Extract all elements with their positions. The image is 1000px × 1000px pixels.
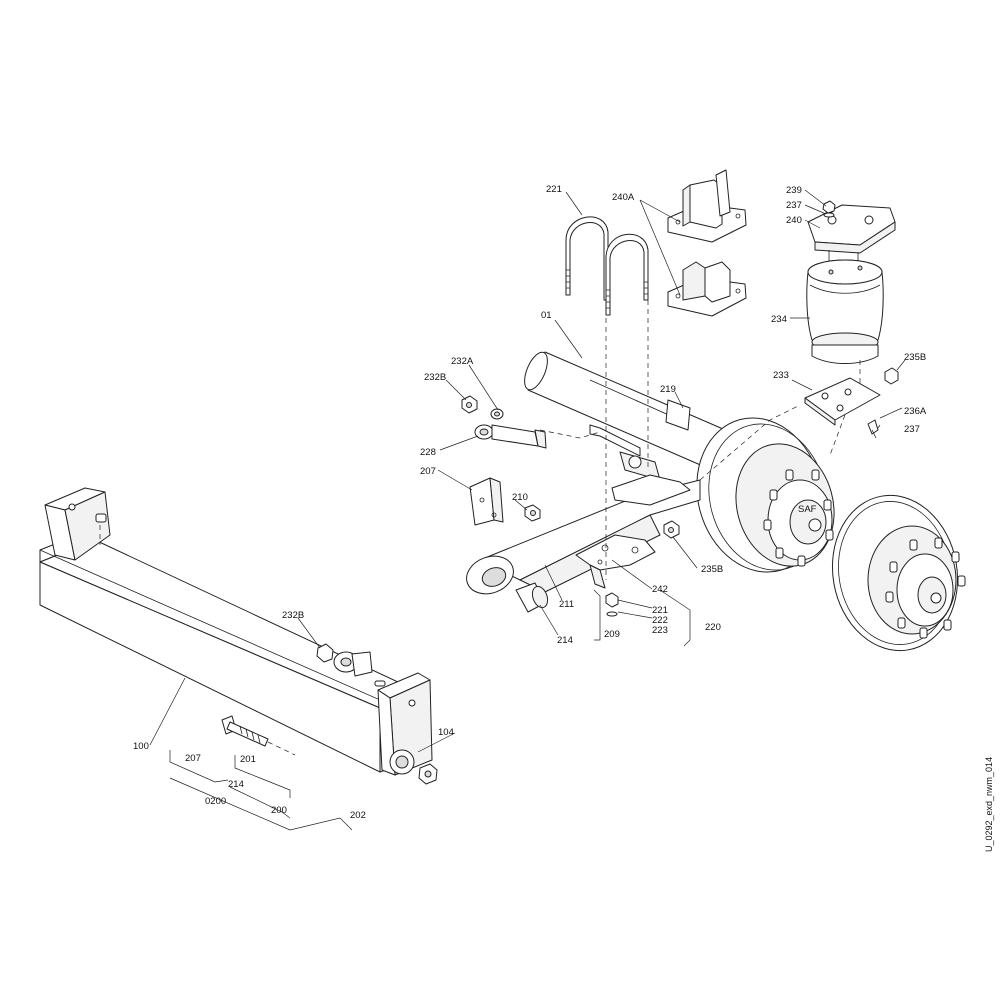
cross-beam-100: [39, 487, 433, 776]
label-232B-lower: 232B: [282, 610, 304, 621]
label-202: 202: [350, 810, 366, 821]
label-235B-lower: 235B: [701, 564, 723, 575]
label-242: 242: [652, 584, 668, 595]
label-235B-upper: 235B: [904, 352, 926, 363]
label-200: 200: [271, 805, 287, 816]
wheel-studs-outer: [885, 537, 966, 639]
label-219: 219: [660, 384, 676, 395]
label-233: 233: [773, 370, 789, 381]
wheel-studs-inner: [763, 469, 834, 567]
label-232A: 232A: [451, 356, 474, 367]
shock-absorber-228: [474, 424, 547, 449]
label-240A: 240A: [612, 192, 635, 203]
label-211: 211: [559, 599, 574, 610]
brake-drum: SAF: [696, 417, 835, 573]
clamp-plate-242: [575, 534, 656, 589]
label-221: 221: [546, 184, 562, 195]
brake-disc: [831, 494, 966, 652]
nut-232B-upper: [461, 395, 478, 414]
label-228: 228: [420, 447, 436, 458]
label-220: 220: [705, 622, 721, 633]
label-237: 237: [786, 200, 802, 211]
label-222: 222: [652, 615, 668, 626]
assembly-lines: [99, 300, 861, 756]
air-spring-234: [806, 200, 896, 364]
label-236A: 236A: [904, 406, 927, 417]
shock-bracket-207: [469, 477, 504, 526]
drawing-id: U_0292_exd_nwm_014: [984, 757, 994, 852]
hub-marking: SAF: [798, 504, 817, 515]
bushing-232B-lower: [316, 643, 386, 687]
label-210: 210: [512, 492, 528, 503]
label-214-upper: 214: [557, 635, 573, 646]
axle-seat-240A: [667, 169, 747, 317]
label-234: 234: [771, 314, 787, 325]
u-bolts-221: [565, 216, 649, 316]
callout-labels: 221 240A 239 237 240 01 234 232A 232B 21…: [133, 184, 927, 821]
trailing-arm-211: [466, 474, 701, 595]
label-237-lower: 237: [904, 424, 920, 435]
axle-tube-01: [524, 351, 731, 481]
nut-235B-lower: [663, 520, 680, 539]
label-0200: 0200: [205, 796, 226, 807]
leader-lines: [149, 189, 906, 831]
bolt-201: [221, 715, 269, 747]
nut-104: [418, 763, 438, 785]
label-240: 240: [786, 215, 802, 226]
label-223: 223: [652, 625, 668, 636]
piston-plate-233: [804, 367, 899, 439]
label-239: 239: [786, 185, 802, 196]
label-209: 209: [604, 629, 620, 640]
label-214-lower: 214: [228, 779, 244, 790]
bushing-214: [515, 582, 549, 613]
nut-210: [524, 504, 541, 522]
washer-232A: [490, 408, 504, 420]
nut-222-223: [605, 592, 619, 617]
label-232B-upper: 232B: [424, 372, 446, 383]
label-221-lower: 221: [652, 605, 668, 616]
label-100: 100: [133, 741, 149, 752]
label-104: 104: [438, 727, 454, 738]
label-201: 201: [240, 754, 256, 765]
label-01: 01: [541, 310, 552, 321]
label-207-upper: 207: [420, 466, 436, 477]
label-207-lower: 207: [185, 753, 201, 764]
